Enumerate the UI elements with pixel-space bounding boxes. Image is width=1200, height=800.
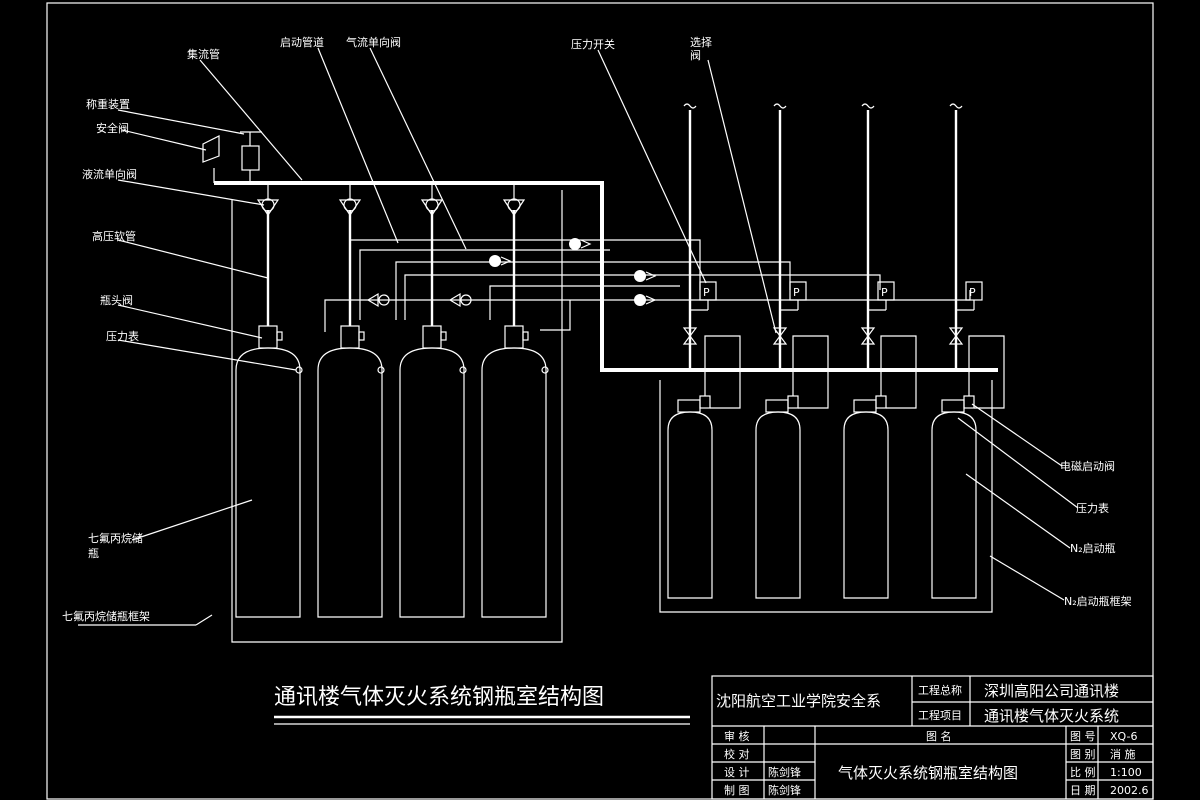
safety-valve bbox=[202, 135, 220, 163]
p-symbol-4: P bbox=[969, 286, 976, 299]
pressure-gauge-1 bbox=[295, 366, 303, 374]
selector-valve-1 bbox=[682, 327, 698, 345]
label-start-pipe: 启动管道 bbox=[280, 35, 324, 49]
agent-bottle-group bbox=[231, 183, 563, 643]
drawing-frame bbox=[46, 2, 1154, 800]
tb-scale-label: 比 例 bbox=[1070, 765, 1096, 779]
tb-project-item-label: 工程项目 bbox=[918, 709, 962, 722]
p-symbol-1: P bbox=[703, 286, 710, 299]
drawing-title: 通讯楼气体灭火系统钢瓶室结构图 bbox=[274, 685, 604, 710]
leader-lines bbox=[78, 47, 1079, 626]
bottle-head-valve-2 bbox=[340, 325, 360, 349]
tb-date-label: 日 期 bbox=[1070, 784, 1096, 797]
agent-rack bbox=[231, 190, 563, 643]
n2-bottle-4 bbox=[931, 411, 977, 599]
n2-bottle-3 bbox=[843, 411, 889, 599]
label-pressure-gauge-left: 压力表 bbox=[106, 329, 139, 343]
label-high-pressure-hose: 高压软管 bbox=[92, 229, 136, 243]
tb-institution: 沈阳航空工业学院安全系 bbox=[716, 692, 881, 710]
selector-valve-2 bbox=[772, 327, 788, 345]
bottle-head-valve-1 bbox=[258, 325, 278, 349]
tb-drawing-name: 气体灭火系统钢瓶室结构图 bbox=[838, 764, 1018, 782]
label-n2-bottle: N₂启动瓶 bbox=[1070, 541, 1116, 555]
tb-check-label: 校 对 bbox=[724, 747, 750, 761]
label-safety-valve: 安全阀 bbox=[96, 121, 129, 135]
tb-project-item: 通讯楼气体灭火系统 bbox=[984, 707, 1119, 725]
bottle-head-valve-3 bbox=[422, 325, 442, 349]
n2-bottle-1 bbox=[667, 411, 713, 599]
label-pressure-gauge-right: 压力表 bbox=[1076, 501, 1109, 515]
tb-project-total: 深圳高阳公司通讯楼 bbox=[984, 682, 1119, 700]
p-symbol-3: P bbox=[881, 286, 888, 299]
n2-bottle-group bbox=[659, 335, 1005, 613]
tb-draw-name: 陈剑锋 bbox=[768, 783, 801, 797]
agent-bottle-1 bbox=[235, 347, 301, 618]
label-agent-rack: 七氟丙烷储瓶框架 bbox=[62, 609, 150, 623]
label-liquid-check-valve: 液流单向阀 bbox=[82, 167, 137, 181]
start-pipelines bbox=[324, 238, 971, 332]
label-selector-valve-l2: 阀 bbox=[690, 48, 701, 62]
agent-bottle-4 bbox=[481, 347, 547, 618]
weighing-device bbox=[241, 145, 260, 171]
n2-rack bbox=[659, 380, 993, 613]
label-agent-bottle: 七氟丙烷储 瓶 bbox=[88, 531, 147, 560]
agent-bottle-2 bbox=[317, 347, 383, 618]
tb-project-total-label: 工程总称 bbox=[918, 683, 962, 697]
label-weighing-device: 称重装置 bbox=[86, 97, 130, 111]
tb-category: 消 施 bbox=[1110, 747, 1136, 761]
n2-bottle-2 bbox=[755, 411, 801, 599]
tb-drawing-no: XQ-6 bbox=[1110, 730, 1137, 743]
tb-draw-label: 制 图 bbox=[724, 784, 750, 797]
liquid-check-valves bbox=[256, 183, 526, 217]
label-n2-rack: N₂启动瓶框架 bbox=[1064, 594, 1132, 608]
tb-category-label: 图 别 bbox=[1070, 748, 1096, 761]
title-block bbox=[711, 675, 1154, 800]
tb-review-label: 审 核 bbox=[724, 729, 750, 743]
label-pressure-switch: 压力开关 bbox=[571, 37, 615, 51]
selector-valve-3 bbox=[860, 327, 876, 345]
tb-design-label: 设 计 bbox=[724, 766, 750, 779]
collector-pipe bbox=[214, 181, 998, 372]
label-solenoid-valve: 电磁启动阀 bbox=[1060, 459, 1115, 473]
tb-drawing-name-label: 图 名 bbox=[926, 729, 952, 743]
selector-valve-group bbox=[682, 103, 983, 370]
label-air-check-valve: 气流单向阀 bbox=[346, 35, 401, 49]
bottle-head-valve-4 bbox=[504, 325, 524, 349]
tb-date: 2002.6 bbox=[1110, 784, 1149, 797]
selector-valve-4 bbox=[948, 327, 964, 345]
label-selector-valve-l1: 选择 bbox=[690, 35, 712, 49]
agent-bottle-3 bbox=[399, 347, 465, 618]
tb-drawing-no-label: 图 号 bbox=[1070, 730, 1096, 743]
label-agent-bottle-l1: 七氟丙烷储 bbox=[88, 531, 143, 545]
tb-design-name: 陈剑锋 bbox=[768, 765, 801, 779]
label-bottle-head-valve: 瓶头阀 bbox=[100, 293, 133, 307]
label-selector-valve: 选择 阀 bbox=[690, 35, 716, 62]
label-agent-bottle-l2: 瓶 bbox=[88, 546, 99, 560]
p-symbol-2: P bbox=[793, 286, 800, 299]
tb-scale: 1:100 bbox=[1110, 766, 1142, 779]
label-collector-pipe: 集流管 bbox=[187, 47, 220, 61]
